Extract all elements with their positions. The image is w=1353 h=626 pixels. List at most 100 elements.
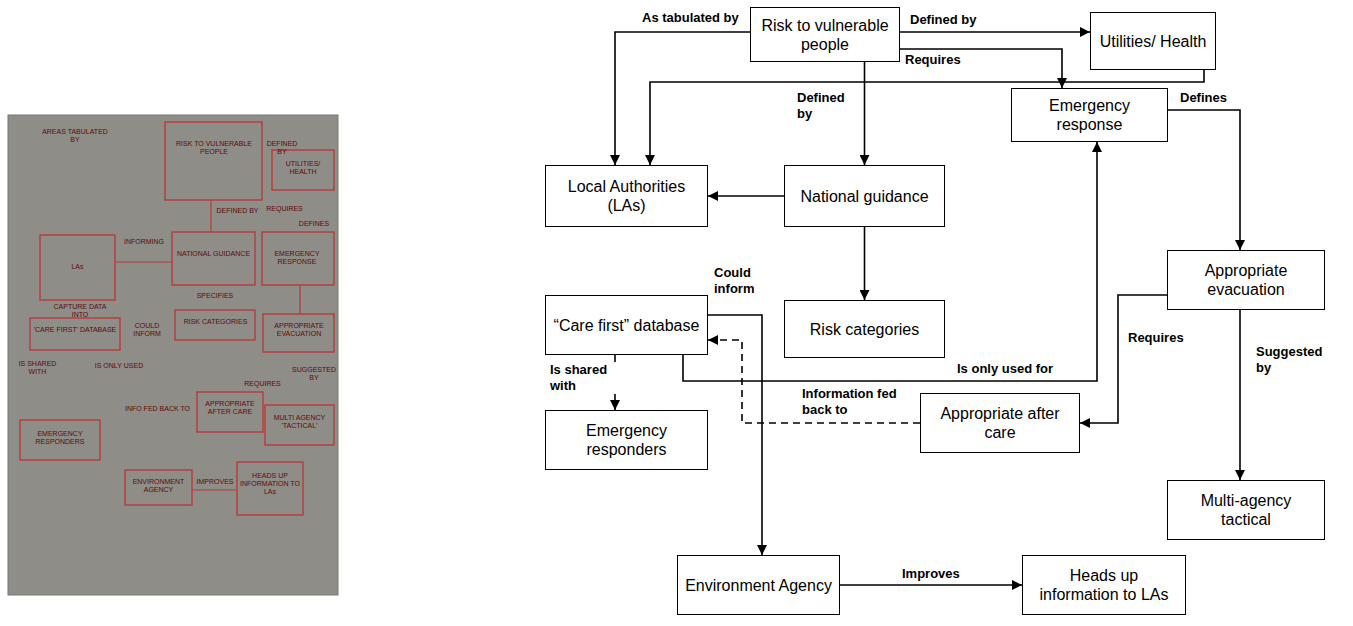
edge-label: Is only used for (955, 361, 1055, 377)
sketch-label: DEFINES (294, 220, 334, 228)
sketch-label: AREAS TABULATED BY (40, 128, 110, 144)
box-text: Utilities/ Health (1100, 32, 1207, 51)
sketch-label: UTILITIES/ HEALTH (275, 160, 331, 176)
sketch-label: MULTI AGENCY 'TACTICAL' (268, 414, 331, 430)
sketch-box (263, 314, 334, 352)
sketch-label: APPROPRIATE EVACUATION (266, 322, 332, 338)
sketch-label: DEFINED BY (215, 207, 260, 215)
sketch-label: EMERGENCY RESPONDERS (24, 430, 96, 446)
photo-edge (8, 115, 338, 595)
connector (840, 584, 1022, 586)
box-text: Emergency response (1018, 96, 1161, 134)
process-box: Risk categories (784, 300, 945, 358)
connector (864, 62, 866, 165)
sketch-label: APPROPRIATE AFTER CARE (200, 400, 260, 416)
box-text: “Care first” database (554, 316, 700, 335)
box-text: Environment Agency (685, 576, 832, 595)
process-box: Environment Agency (677, 555, 840, 615)
process-box: Heads up information to LAs (1022, 555, 1186, 615)
sketch-box (20, 420, 100, 460)
box-text: Risk to vulnerable people (757, 16, 893, 54)
edge-label: Defines (1178, 90, 1229, 106)
process-box: Local Authorities (LAs) (545, 165, 708, 227)
box-text: Risk categories (810, 320, 919, 339)
sketch-line (299, 285, 300, 314)
sketch-line (210, 200, 211, 232)
process-box: Emergency responders (545, 410, 708, 470)
process-box: Utilities/ Health (1090, 12, 1216, 70)
sketch-label: IS SHARED WITH (15, 360, 60, 376)
edge-label: Requires (903, 52, 963, 68)
box-text: Emergency responders (552, 421, 701, 459)
sketch-box (40, 235, 115, 300)
box-text: Heads up information to LAs (1029, 566, 1179, 604)
process-box: Risk to vulnerable people (750, 7, 900, 62)
edge-label: Requires (1126, 330, 1186, 346)
sketch-label: CAPTURE DATA INTO (45, 303, 115, 319)
connector (864, 227, 866, 300)
connector (683, 142, 1097, 381)
connector (615, 32, 750, 165)
edge-label: Suggested by (1254, 344, 1332, 376)
sketch-label: 'CARE FIRST' DATABASE (33, 326, 117, 334)
box-text: National guidance (800, 187, 928, 206)
sketch-box (172, 232, 255, 285)
sketch-box (30, 318, 120, 350)
sketch-box (197, 392, 263, 432)
edge-label: Information fed back to (800, 386, 904, 418)
connector (1239, 310, 1241, 480)
sketch-label: SUGGESTED BY (292, 366, 336, 382)
sketch-label: REQUIRES (240, 380, 285, 388)
sketch-box (165, 122, 262, 200)
connector (1168, 110, 1240, 250)
sketch-box (265, 405, 334, 445)
sketch-label: IS ONLY USED (88, 362, 150, 370)
sketch-line (116, 261, 172, 262)
sketch-label: EMERGENCY RESPONSE (264, 250, 330, 266)
sketch-box (175, 310, 255, 340)
sketch-label: COULD INFORM (122, 322, 172, 338)
sketch-label: RISK CATEGORIES (178, 318, 253, 326)
sketch-label: NATIONAL GUIDANCE (175, 250, 252, 258)
sketch-label: ENVIRONMENT AGENCY (128, 478, 189, 494)
sketch-label: RISK TO VULNERABLE PEOPLE (170, 140, 258, 156)
sketch-label: REQUIRES (262, 205, 307, 213)
edge-label: Defined by (908, 12, 978, 28)
sketch-label: SPECIFIES (190, 292, 240, 300)
sketch-label: INFORMING (118, 238, 170, 246)
connector (1080, 295, 1167, 423)
sketch-label: INFO FED BACK TO (120, 405, 195, 413)
box-text: Multi-agency tactical (1174, 491, 1318, 529)
sketch-label: HEADS UP INFORMATION TO LAs (240, 472, 300, 496)
sketch-box (272, 150, 334, 190)
sketch-label: DEFINED BY (262, 140, 302, 156)
sketch-label: LAs (50, 263, 105, 271)
edge-label: Improves (900, 566, 962, 582)
edge-label: Could inform (712, 265, 780, 297)
process-box: “Care first” database (545, 295, 708, 355)
edge-label: Defined by (795, 90, 863, 122)
box-text: Local Authorities (LAs) (552, 177, 701, 215)
photo-ground (8, 115, 338, 595)
sketch-box (237, 462, 303, 515)
sketch-label: IMPROVES (195, 478, 235, 486)
process-box: Emergency response (1011, 88, 1168, 142)
sketch-box (262, 232, 334, 285)
process-box: National guidance (784, 165, 945, 227)
process-box: Appropriate evacuation (1167, 250, 1325, 310)
sketch-line (192, 489, 237, 490)
process-box: Multi-agency tactical (1167, 480, 1325, 540)
sketch-lines (116, 200, 300, 490)
edge-label: As tabulated by (640, 10, 741, 26)
connector (708, 195, 784, 197)
sketch-boxes (20, 122, 334, 515)
box-text: Appropriate evacuation (1174, 261, 1318, 299)
edge-label: Is shared with (548, 362, 616, 394)
process-box: Appropriate after care (920, 393, 1080, 453)
connector (708, 315, 762, 555)
sketch-box (125, 470, 192, 505)
connector (650, 70, 1204, 165)
connector (900, 31, 1090, 33)
